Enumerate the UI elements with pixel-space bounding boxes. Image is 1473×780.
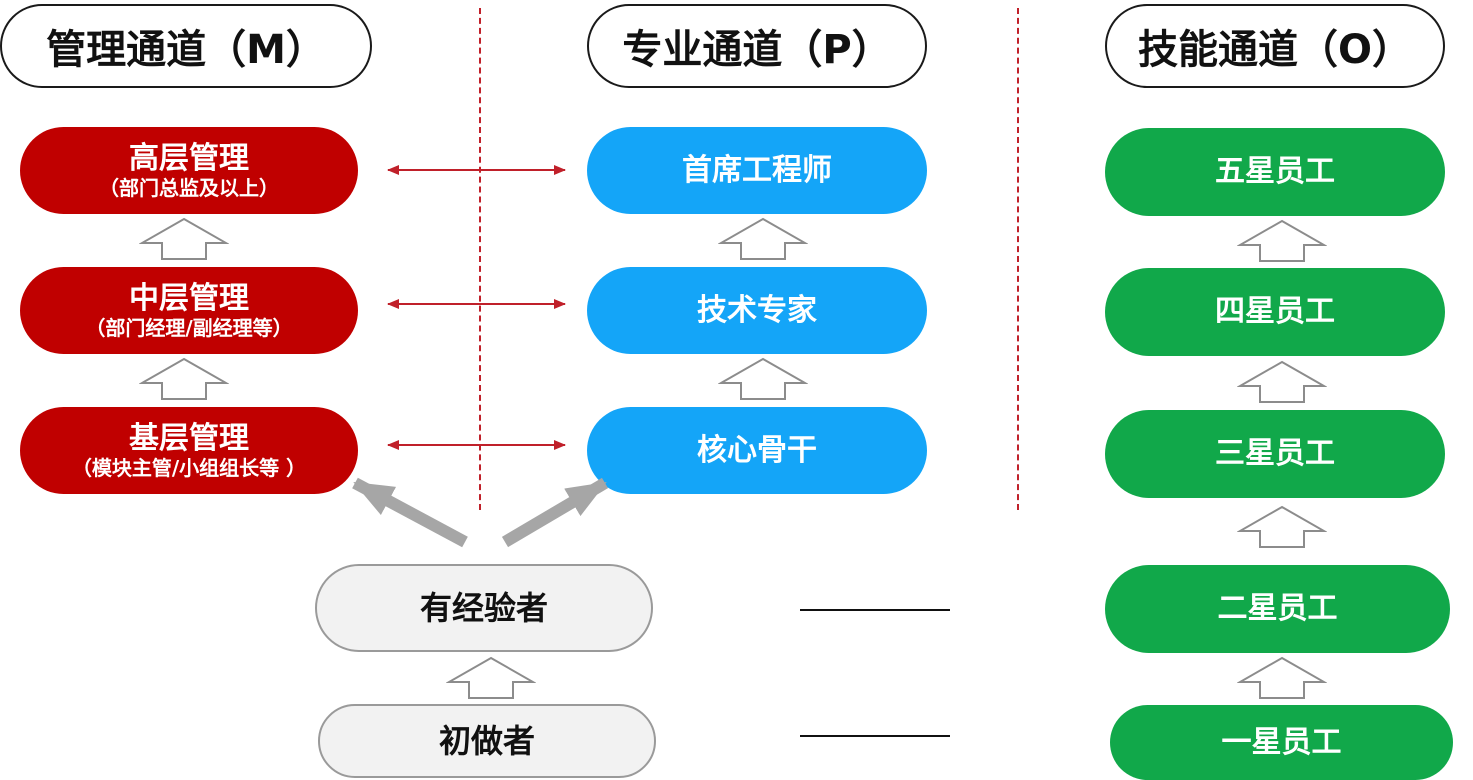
up-arrow-icon xyxy=(1237,656,1327,699)
mgmt-middle-title: 中层管理 xyxy=(129,280,249,316)
connector-experienced-skill xyxy=(800,609,950,611)
entry-experienced: 有经验者 xyxy=(315,564,653,652)
entry-experienced-title: 有经验者 xyxy=(419,589,548,627)
prof-chief-engineer-title: 首席工程师 xyxy=(682,152,832,188)
skill-four-star-title: 四星员工 xyxy=(1215,294,1335,329)
mgmt-senior-title: 高层管理 xyxy=(129,140,249,176)
up-arrow-icon xyxy=(718,357,808,400)
skill-three-star: 三星员工 xyxy=(1105,410,1445,498)
divider-right xyxy=(1017,8,1019,510)
header-management: 管理通道（M） xyxy=(0,4,372,88)
up-arrow-icon xyxy=(1237,505,1327,548)
up-arrow-icon xyxy=(446,656,536,699)
entry-beginner: 初做者 xyxy=(318,704,656,778)
up-arrow-icon xyxy=(718,217,808,260)
mgmt-junior-sub: （模块主管/小组组长等 ） xyxy=(71,455,307,480)
skill-two-star: 二星员工 xyxy=(1105,565,1450,653)
mgmt-middle: 中层管理 （部门经理/副经理等） xyxy=(20,267,358,354)
up-arrow-icon xyxy=(139,357,229,400)
mgmt-middle-sub: （部门经理/副经理等） xyxy=(85,315,293,340)
skill-one-star-title: 一星员工 xyxy=(1221,724,1342,760)
skill-one-star: 一星员工 xyxy=(1110,705,1453,780)
up-arrow-icon xyxy=(1237,219,1327,262)
skill-five-star-title: 五星员工 xyxy=(1215,154,1335,189)
up-arrow-icon xyxy=(1237,360,1327,403)
skill-five-star: 五星员工 xyxy=(1105,128,1445,216)
skill-two-star-title: 二星员工 xyxy=(1217,591,1338,626)
prof-chief-engineer: 首席工程师 xyxy=(587,127,927,214)
header-skill: 技能通道（O） xyxy=(1105,4,1445,88)
mgmt-senior-sub: （部门总监及以上） xyxy=(99,175,279,200)
divider-left xyxy=(479,8,481,510)
skill-three-star-title: 三星员工 xyxy=(1215,436,1335,471)
prof-core-backbone: 核心骨干 xyxy=(587,407,927,494)
prof-tech-expert: 技术专家 xyxy=(587,267,927,354)
connector-beginner-skill xyxy=(800,735,950,737)
up-arrow-icon xyxy=(139,217,229,260)
mgmt-junior-title: 基层管理 xyxy=(129,420,249,456)
entry-beginner-title: 初做者 xyxy=(438,722,535,760)
diagonal-arrow-to-management xyxy=(352,477,468,548)
skill-four-star: 四星员工 xyxy=(1105,268,1445,356)
prof-core-backbone-title: 核心骨干 xyxy=(697,432,817,468)
header-professional: 专业通道（P） xyxy=(587,4,927,88)
diagonal-arrow-to-professional xyxy=(501,477,609,548)
mgmt-junior: 基层管理 （模块主管/小组组长等 ） xyxy=(20,407,358,494)
mgmt-senior: 高层管理 （部门总监及以上） xyxy=(20,127,358,214)
prof-tech-expert-title: 技术专家 xyxy=(697,292,817,328)
